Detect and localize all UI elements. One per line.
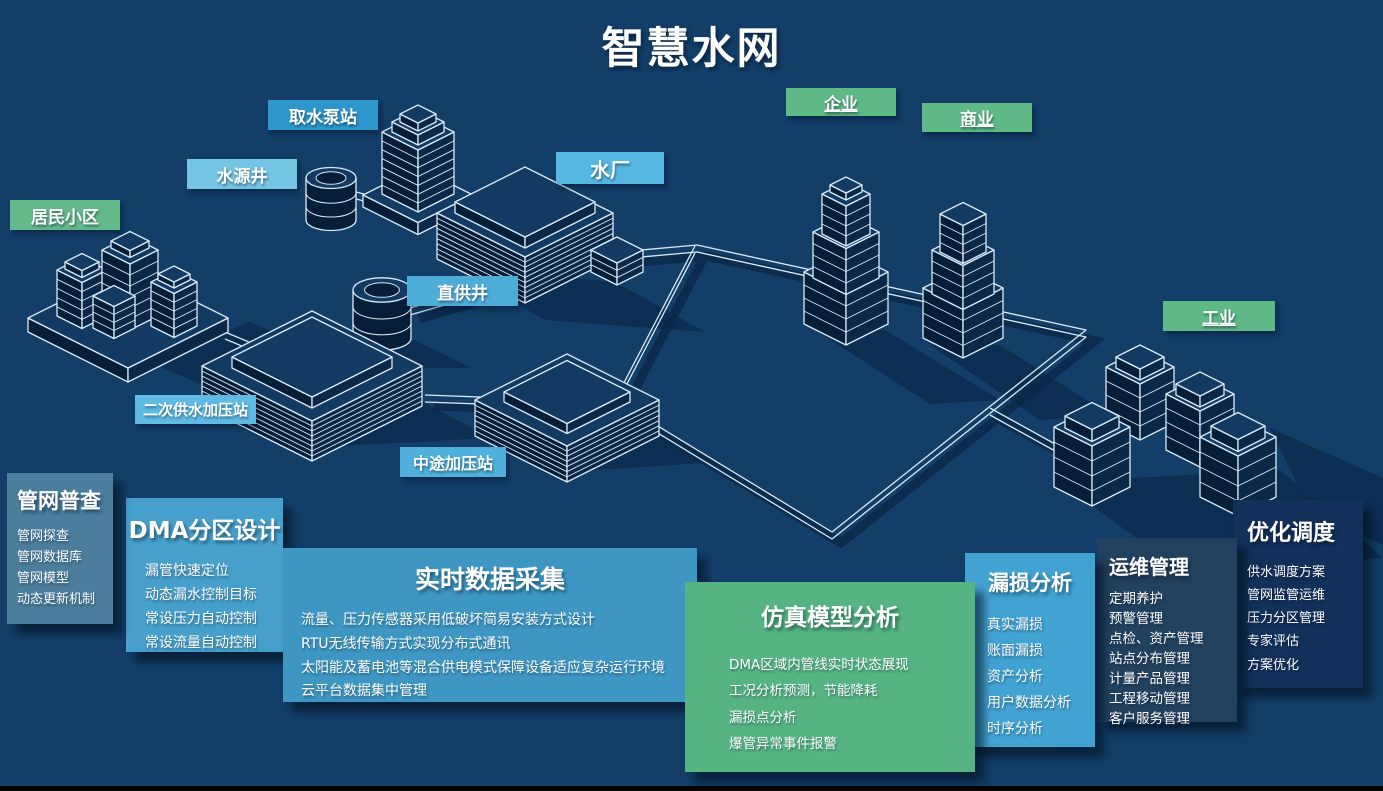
panel-optimal-dispatch: 优化调度 供水调度方案 管网监管运维 压力分区管理 专家评估 方案优化 <box>1233 500 1363 688</box>
panel-item: 管网探查 <box>17 529 70 544</box>
panel-item-list: 供水调度方案 管网监管运维 压力分区管理 专家评估 方案优化 <box>1247 561 1349 677</box>
panel-pipe-network-survey: 管网普查 管网探查 管网数据库 管网模型 动态更新机制 <box>7 473 113 624</box>
panel-item: 爆管异常事件报警 <box>729 735 837 752</box>
panel-item: DMA区域内管线实时状态展现 <box>729 657 909 673</box>
panel-title: 优化调度 <box>1247 521 1336 546</box>
panel-title: 仿真模型分析 <box>761 605 899 631</box>
panel-item: 账面漏损 <box>987 642 1043 659</box>
map-label-commerce: 商业 <box>922 103 1032 132</box>
bottom-letterbox-bar <box>0 786 1383 791</box>
panel-item: 资产分析 <box>987 668 1043 685</box>
panel-item-list: 真实漏损 账面漏损 资产分析 用户数据分析 时序分析 <box>965 613 1095 742</box>
panel-item: 云平台数据集中管理 <box>301 683 427 700</box>
map-label-intake-pump-station: 取水泵站 <box>268 100 378 130</box>
panel-item-list: DMA区域内管线实时状态展现 工况分析预测，节能降耗 漏损点分析 爆管异常事件报… <box>685 652 975 757</box>
map-label-secondary-supply-pressure-station: 二次供水加压站 <box>135 395 256 424</box>
panel-item: 常设流量自动控制 <box>145 635 257 652</box>
map-label-water-source-well: 水源井 <box>187 159 297 189</box>
panel-item: 压力分区管理 <box>1247 611 1326 627</box>
panel-item-list: 流量、压力传感器采用低破坏简易安装方式设计 RTU无线传输方式实现分布式通讯 太… <box>283 609 697 704</box>
panel-dma-zoning-design: DMA分区设计 漏管快速定位 动态漏水控制目标 常设压力自动控制 常设流量自动控… <box>126 498 283 652</box>
panel-title: 实时数据采集 <box>414 565 565 594</box>
map-label-residential-area: 居民小区 <box>10 200 120 230</box>
panel-item: 流量、压力传感器采用低破坏简易安装方式设计 <box>301 612 595 628</box>
panel-item: 漏损点分析 <box>729 709 797 726</box>
panel-title: 运维管理 <box>1109 555 1189 579</box>
panel-item: 工况分析预测，节能降耗 <box>729 683 878 700</box>
panel-title: 管网普查 <box>17 489 101 513</box>
panel-item: 工程移动管理 <box>1109 690 1190 707</box>
panel-item: 客户服务管理 <box>1109 710 1190 727</box>
panel-simulation-model-analysis: 仿真模型分析 DMA区域内管线实时状态展现 工况分析预测，节能降耗 漏损点分析 … <box>685 582 975 772</box>
panel-item: 专家评估 <box>1247 634 1300 650</box>
panel-leakage-analysis: 漏损分析 真实漏损 账面漏损 资产分析 用户数据分析 时序分析 <box>965 553 1095 747</box>
panel-item: 计量产品管理 <box>1109 670 1190 687</box>
panel-operation-maintenance-management: 运维管理 定期养护 预警管理 点检、资产管理 站点分布管理 计量产品管理 工程移… <box>1097 538 1237 727</box>
panel-item: 供水调度方案 <box>1247 565 1326 580</box>
panel-item: 常设压力自动控制 <box>145 611 257 628</box>
panel-item: 时序分析 <box>987 720 1043 737</box>
panel-item: 用户数据分析 <box>987 694 1071 711</box>
panel-item: 真实漏损 <box>987 617 1043 633</box>
panel-item: 漏管快速定位 <box>145 563 229 579</box>
panel-item: 动态更新机制 <box>17 592 96 608</box>
panel-item: 方案优化 <box>1247 657 1300 673</box>
panel-item: 太阳能及蓄电池等混合供电模式保障设备适应复杂运行环境 <box>301 659 665 676</box>
panel-item: 管网数据库 <box>17 550 83 566</box>
map-label-enterprise: 企业 <box>786 88 896 116</box>
panel-title: 漏损分析 <box>988 571 1072 595</box>
panel-item-list: 漏管快速定位 动态漏水控制目标 常设压力自动控制 常设流量自动控制 <box>126 559 283 655</box>
panel-realtime-data-collection: 实时数据采集 流量、压力传感器采用低破坏简易安装方式设计 RTU无线传输方式实现… <box>283 548 697 702</box>
panel-item-list: 定期养护 预警管理 点检、资产管理 站点分布管理 计量产品管理 工程移动管理 客… <box>1109 590 1225 730</box>
panel-item: 管网模型 <box>17 571 70 587</box>
map-label-industry: 工业 <box>1163 301 1275 331</box>
panel-item: 管网监管运维 <box>1247 588 1326 604</box>
panel-item: 动态漏水控制目标 <box>145 587 257 604</box>
panel-item: 定期养护 <box>1109 591 1163 607</box>
panel-item-list: 管网探查 管网数据库 管网模型 动态更新机制 <box>17 526 103 610</box>
panel-item: 预警管理 <box>1109 610 1163 627</box>
panel-title: DMA分区设计 <box>128 518 281 544</box>
panel-item: 点检、资产管理 <box>1109 630 1204 647</box>
page-title: 智慧水网 <box>601 24 782 74</box>
panel-item: 站点分布管理 <box>1109 650 1190 667</box>
map-label-direct-supply-well: 直供井 <box>407 276 518 306</box>
map-label-midway-pressure-station: 中途加压站 <box>400 447 506 477</box>
panel-item: RTU无线传输方式实现分布式通讯 <box>301 635 511 652</box>
map-label-water-plant: 水厂 <box>556 152 664 184</box>
